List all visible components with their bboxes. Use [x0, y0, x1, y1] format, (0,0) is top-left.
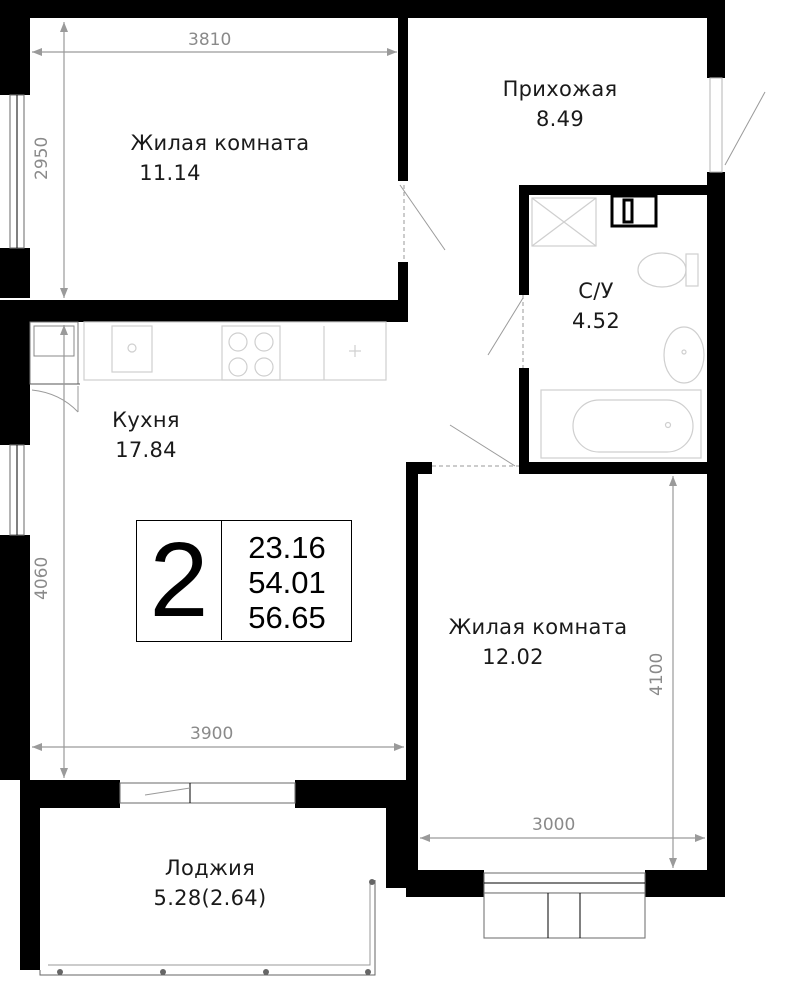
room-kitchen-name: Кухня: [112, 408, 180, 432]
room-hallway-area: 8.49: [536, 107, 584, 131]
kitchen-fixtures: [29, 321, 387, 385]
room-hallway-name: Прихожая: [502, 77, 618, 101]
room-bathroom-name: С/У: [578, 279, 614, 303]
room-living-2-name: Жилая комната: [448, 615, 628, 639]
living-area: 23.16: [248, 530, 326, 565]
room-count: 2: [137, 521, 222, 640]
room-living-1-name: Жилая комната: [130, 131, 310, 155]
room-living-1-area: 11.14: [139, 161, 201, 185]
room-loggia: Лоджия 5.28(2.64): [120, 853, 300, 913]
dim-room2-width: 3000: [532, 815, 576, 835]
walls: [0, 0, 725, 970]
total-area-with-loggia: 56.65: [248, 600, 326, 635]
apartment-summary-badge: 2 23.16 54.01 56.65: [136, 520, 352, 642]
room-living-2-area: 12.02: [482, 645, 544, 669]
doors: [31, 91, 766, 796]
dim-kitchen-width: 3900: [190, 724, 234, 744]
room-bathroom-area: 4.52: [572, 309, 620, 333]
room-loggia-name: Лоджия: [164, 856, 256, 880]
room-living-1: Жилая комната 11.14: [100, 128, 340, 188]
dim-room1-width: 3810: [188, 30, 232, 50]
windows: [9, 77, 723, 939]
dimension-lines: [32, 22, 705, 868]
room-hallway: Прихожая 8.49: [480, 74, 640, 134]
dim-kitchen-height: 4060: [32, 556, 52, 600]
loggia-railing: [39, 879, 376, 976]
room-bathroom: С/У 4.52: [546, 276, 646, 336]
room-kitchen: Кухня 17.84: [96, 405, 196, 465]
room-loggia-area: 5.28(2.64): [153, 886, 267, 910]
room-living-2: Жилая комната 12.02: [418, 612, 658, 672]
bathroom-fixtures: [531, 194, 705, 459]
room-kitchen-area: 17.84: [115, 438, 177, 462]
total-area: 54.01: [248, 565, 326, 600]
